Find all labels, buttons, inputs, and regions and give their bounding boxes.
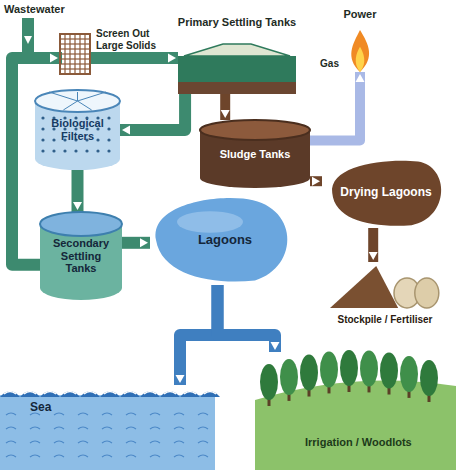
- pipe: [368, 228, 378, 262]
- pipe-connector: [221, 94, 230, 120]
- woodlot-hill: Irrigation / Woodlots: [255, 352, 456, 470]
- sludge-tank: Sludge Tanks: [200, 120, 310, 188]
- fertiliser-pile-shape: [330, 262, 440, 308]
- drying-lagoon: Drying Lagoons: [322, 158, 450, 228]
- pipe: [122, 237, 150, 249]
- gas-flame: PowerGas: [345, 30, 375, 72]
- lagoon: Lagoons: [150, 195, 300, 285]
- node-label: Power: [325, 8, 395, 21]
- pipe-connector: [122, 238, 150, 247]
- arrow-head: [271, 342, 280, 350]
- settling-tank-shape: [178, 44, 296, 94]
- arrow-head: [122, 126, 130, 135]
- pipe: [218, 285, 276, 352]
- arrow-head: [356, 74, 365, 82]
- arrow-head: [168, 54, 176, 63]
- gas-flame-shape: [345, 30, 375, 72]
- arrow-head: [176, 375, 185, 383]
- node-label: Sea: [30, 401, 90, 415]
- node-label: Primary Settling Tanks: [148, 16, 326, 29]
- woodlot-hill-shape: [255, 352, 456, 470]
- arrow-head: [221, 110, 230, 118]
- node-label: Irrigation / Woodlots: [305, 436, 450, 449]
- pipe-connector: [218, 285, 280, 352]
- pipe-connector: [310, 177, 322, 186]
- screen-grid: Screen Out Large Solids: [60, 34, 90, 74]
- filter-cylinder: Biological Filters: [35, 90, 120, 170]
- arrow-head: [50, 54, 58, 63]
- node-label: Secondary Settling Tanks: [46, 237, 116, 275]
- pipe-connector: [369, 228, 378, 262]
- flow-arrow: [24, 36, 32, 44]
- sea-area-shape: [0, 385, 215, 470]
- node-label: Lagoons: [156, 233, 294, 248]
- fertiliser-pile: Stockpile / Fertiliser: [330, 262, 440, 308]
- pipe-connector: [73, 170, 82, 212]
- screen-grid-shape: [60, 34, 90, 74]
- pipe: [72, 170, 84, 212]
- node-label: Screen Out Large Solids: [96, 28, 176, 51]
- settling-tank: Primary Settling Tanks: [178, 44, 296, 94]
- node-label: Sludge Tanks: [206, 148, 304, 161]
- node-label: Biological Filters: [41, 117, 114, 142]
- pipe-connector: [120, 94, 185, 135]
- pipe-connector: [176, 285, 218, 385]
- arrow-head: [140, 238, 148, 247]
- settling-cylinder: Secondary Settling Tanks: [40, 212, 122, 300]
- inlet-label: Wastewater: [4, 3, 65, 15]
- node-label: Stockpile / Fertiliser: [320, 314, 450, 326]
- arrow-head: [73, 202, 82, 210]
- arrow-head: [312, 177, 320, 186]
- arrow-head: [369, 252, 378, 260]
- pipe: [310, 72, 360, 140]
- pipe: [310, 176, 322, 186]
- pipe: [120, 94, 185, 130]
- pipe-connector: [310, 72, 365, 140]
- pipe: [90, 52, 178, 64]
- node-label: Gas: [309, 58, 339, 70]
- sea-area: Sea: [0, 385, 215, 470]
- pipe: [220, 94, 230, 120]
- node-label: Drying Lagoons: [328, 186, 444, 200]
- pipe-connector: [90, 54, 178, 63]
